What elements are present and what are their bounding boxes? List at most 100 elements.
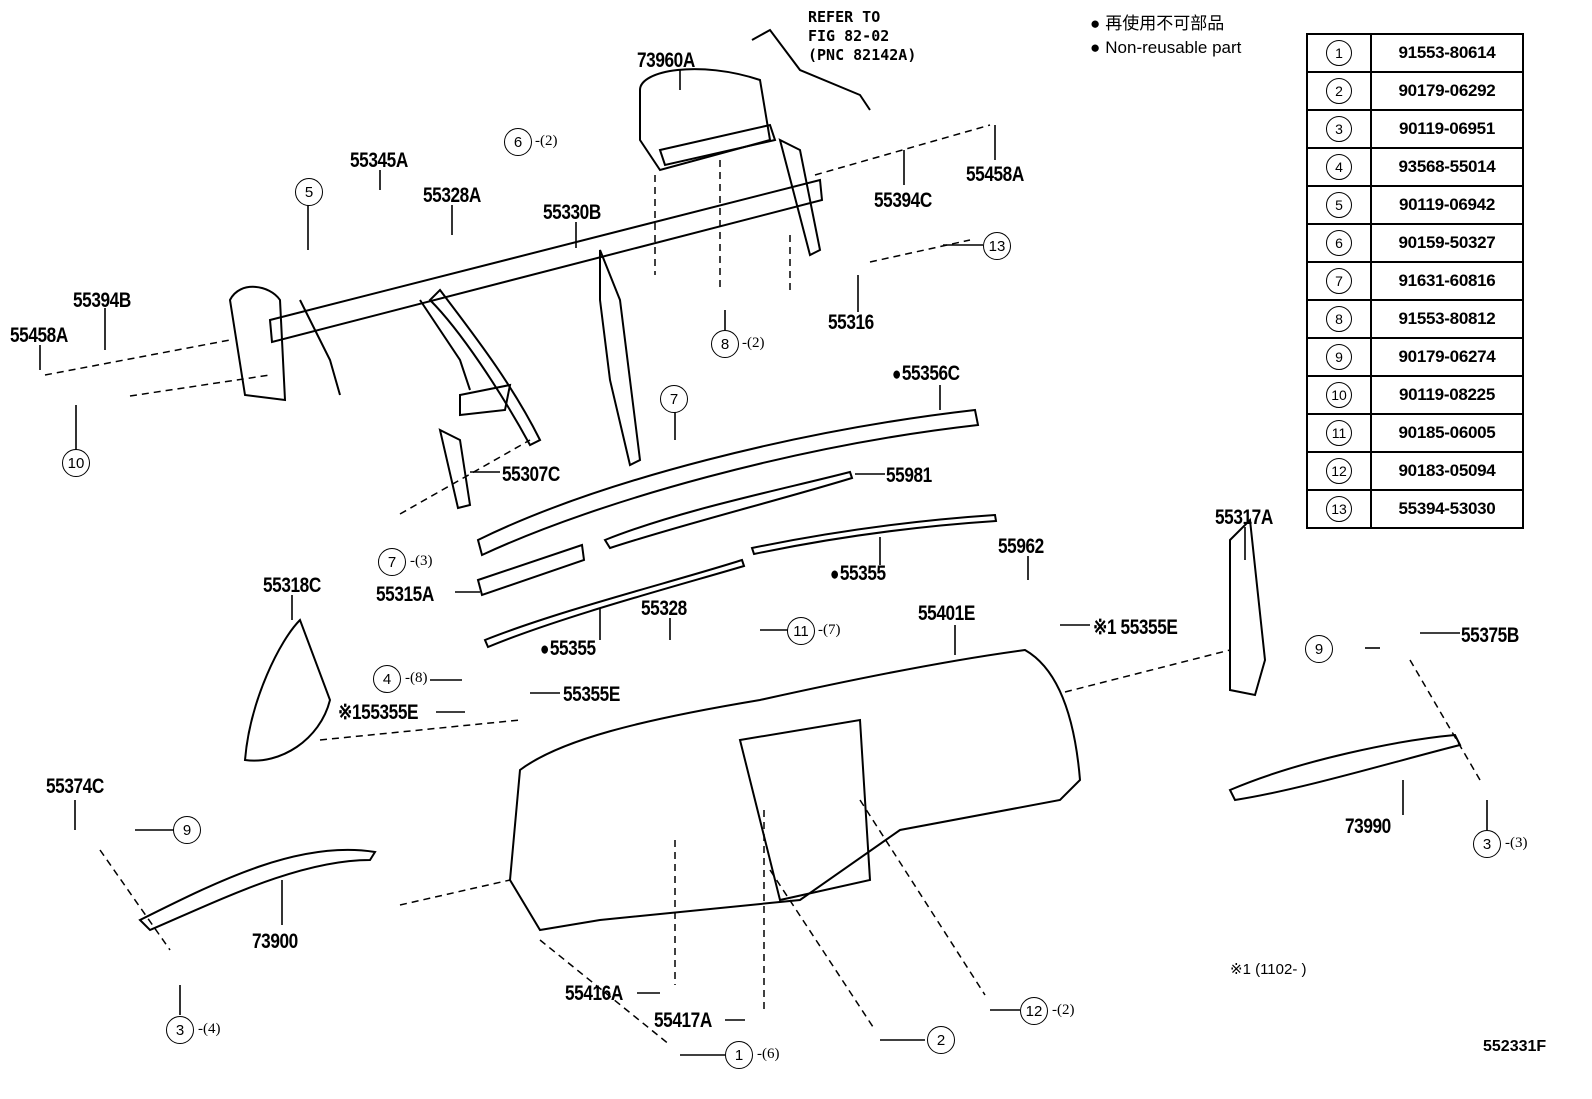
label-55417A[interactable]: 55417A — [654, 1009, 712, 1032]
parts-number[interactable]: 55394-53030 — [1370, 489, 1524, 529]
label-55328[interactable]: 55328 — [641, 597, 687, 620]
parts-key: 13 — [1326, 496, 1352, 522]
trim-strips — [438, 408, 998, 649]
parts-key: 2 — [1326, 78, 1352, 104]
parts-number[interactable]: 90179-06274 — [1370, 337, 1524, 377]
callout-1[interactable]: 1 — [725, 1041, 753, 1069]
callout-9-right[interactable]: 9 — [1305, 635, 1333, 663]
label-55394B[interactable]: 55394B — [73, 289, 131, 312]
refer-line-3: (PNC 82142A) — [808, 46, 917, 64]
parts-number[interactable]: 90119-08225 — [1370, 375, 1524, 415]
callout-12[interactable]: 12 — [1020, 997, 1048, 1025]
parts-table-row: 9 90179-06274 — [1306, 337, 1524, 377]
label-55355-upper[interactable]: 55355 — [830, 563, 886, 584]
legend: 再使用不可部品 Non-reusable part — [1090, 12, 1241, 60]
callout-3-left[interactable]: 3 — [166, 1016, 194, 1044]
airbag-module — [639, 28, 871, 172]
label-55375B[interactable]: 55375B — [1461, 624, 1519, 647]
callout-2[interactable]: 2 — [927, 1026, 955, 1054]
label-55394C[interactable]: 55394C — [874, 189, 932, 212]
label-55355E-footnoted-right[interactable]: ※1 55355E — [1093, 616, 1178, 639]
parts-number[interactable]: 90119-06951 — [1370, 109, 1524, 149]
callout-7-lower[interactable]: 7 — [378, 548, 406, 576]
parts-key-cell: 2 — [1306, 71, 1372, 111]
label-55328A[interactable]: 55328A — [423, 184, 481, 207]
label-55962[interactable]: 55962 — [998, 535, 1044, 558]
qty-11: -(7) — [818, 622, 841, 638]
label-55330B[interactable]: 55330B — [543, 201, 601, 224]
parts-number[interactable]: 91631-60816 — [1370, 261, 1524, 301]
instrument-panel — [138, 517, 1462, 932]
parts-key-cell: 8 — [1306, 299, 1372, 339]
callout-8[interactable]: 8 — [711, 330, 739, 358]
parts-number[interactable]: 91553-80614 — [1370, 33, 1524, 73]
legend-jp: 再使用不可部品 — [1090, 12, 1241, 36]
label-73900[interactable]: 73900 — [252, 930, 298, 953]
label-55458A-right[interactable]: 55458A — [966, 163, 1024, 186]
label-55355E-footnoted-left[interactable]: ※155355E — [338, 701, 419, 724]
parts-number[interactable]: 90159-50327 — [1370, 223, 1524, 263]
parts-key-cell: 10 — [1306, 375, 1372, 415]
parts-key: 9 — [1326, 344, 1352, 370]
callout-13[interactable]: 13 — [983, 232, 1011, 260]
parts-key-cell: 6 — [1306, 223, 1372, 263]
qty-8: -(2) — [742, 335, 765, 351]
parts-table-row: 1 91553-80614 — [1306, 33, 1524, 73]
label-55345A[interactable]: 55345A — [350, 149, 408, 172]
qty-4: -(8) — [405, 670, 428, 686]
reinforcement-bar — [228, 138, 824, 467]
label-55458A-left[interactable]: 55458A — [10, 324, 68, 347]
callout-10[interactable]: 10 — [62, 449, 90, 477]
callout-9-left[interactable]: 9 — [173, 816, 201, 844]
parts-number[interactable]: 90183-05094 — [1370, 451, 1524, 491]
label-55416A[interactable]: 55416A — [565, 982, 623, 1005]
qty-6: -(2) — [535, 133, 558, 149]
parts-table-row: 5 90119-06942 — [1306, 185, 1524, 225]
label-55981[interactable]: 55981 — [886, 464, 932, 487]
label-55374C[interactable]: 55374C — [46, 775, 104, 798]
callout-4[interactable]: 4 — [373, 665, 401, 693]
label-55356C[interactable]: 55356C — [892, 363, 960, 384]
parts-key-cell: 7 — [1306, 261, 1372, 301]
callout-3-right[interactable]: 3 — [1473, 830, 1501, 858]
parts-number[interactable]: 90185-06005 — [1370, 413, 1524, 453]
label-55355E-middle[interactable]: 55355E — [563, 683, 620, 706]
parts-number[interactable]: 90179-06292 — [1370, 71, 1524, 111]
leader-lines — [39, 70, 1488, 1056]
assembly-lines — [44, 124, 1481, 1046]
callout-5[interactable]: 5 — [295, 178, 323, 206]
label-55401E[interactable]: 55401E — [918, 602, 975, 625]
label-73990[interactable]: 73990 — [1345, 815, 1391, 838]
parts-table-row: 8 91553-80812 — [1306, 299, 1524, 339]
parts-table-row: 10 90119-08225 — [1306, 375, 1524, 415]
label-55316[interactable]: 55316 — [828, 311, 874, 334]
parts-number[interactable]: 91553-80812 — [1370, 299, 1524, 339]
label-55315A[interactable]: 55315A — [376, 583, 434, 606]
callout-6[interactable]: 6 — [504, 128, 532, 156]
parts-table-row: 2 90179-06292 — [1306, 71, 1524, 111]
parts-key-cell: 3 — [1306, 109, 1372, 149]
label-73960A[interactable]: 73960A — [637, 49, 695, 72]
parts-key: 1 — [1326, 40, 1352, 66]
parts-key: 8 — [1326, 306, 1352, 332]
label-55355-lower[interactable]: 55355 — [540, 638, 596, 659]
callout-7-upper[interactable]: 7 — [660, 385, 688, 413]
parts-key-cell: 12 — [1306, 451, 1372, 491]
parts-number[interactable]: 93568-55014 — [1370, 147, 1524, 187]
label-55317A[interactable]: 55317A — [1215, 506, 1273, 529]
parts-key-cell: 1 — [1306, 33, 1372, 73]
qty-7-lower: -(3) — [410, 553, 433, 569]
label-55307C[interactable]: 55307C — [502, 463, 560, 486]
parts-number[interactable]: 90119-06942 — [1370, 185, 1524, 225]
parts-key: 11 — [1326, 420, 1352, 446]
callout-11[interactable]: 11 — [787, 617, 815, 645]
qty-3-right: -(3) — [1505, 835, 1528, 851]
qty-1: -(6) — [757, 1046, 780, 1062]
parts-table-row: 11 90185-06005 — [1306, 413, 1524, 453]
label-55318C[interactable]: 55318C — [263, 574, 321, 597]
parts-key: 10 — [1326, 382, 1352, 408]
parts-key: 5 — [1326, 192, 1352, 218]
